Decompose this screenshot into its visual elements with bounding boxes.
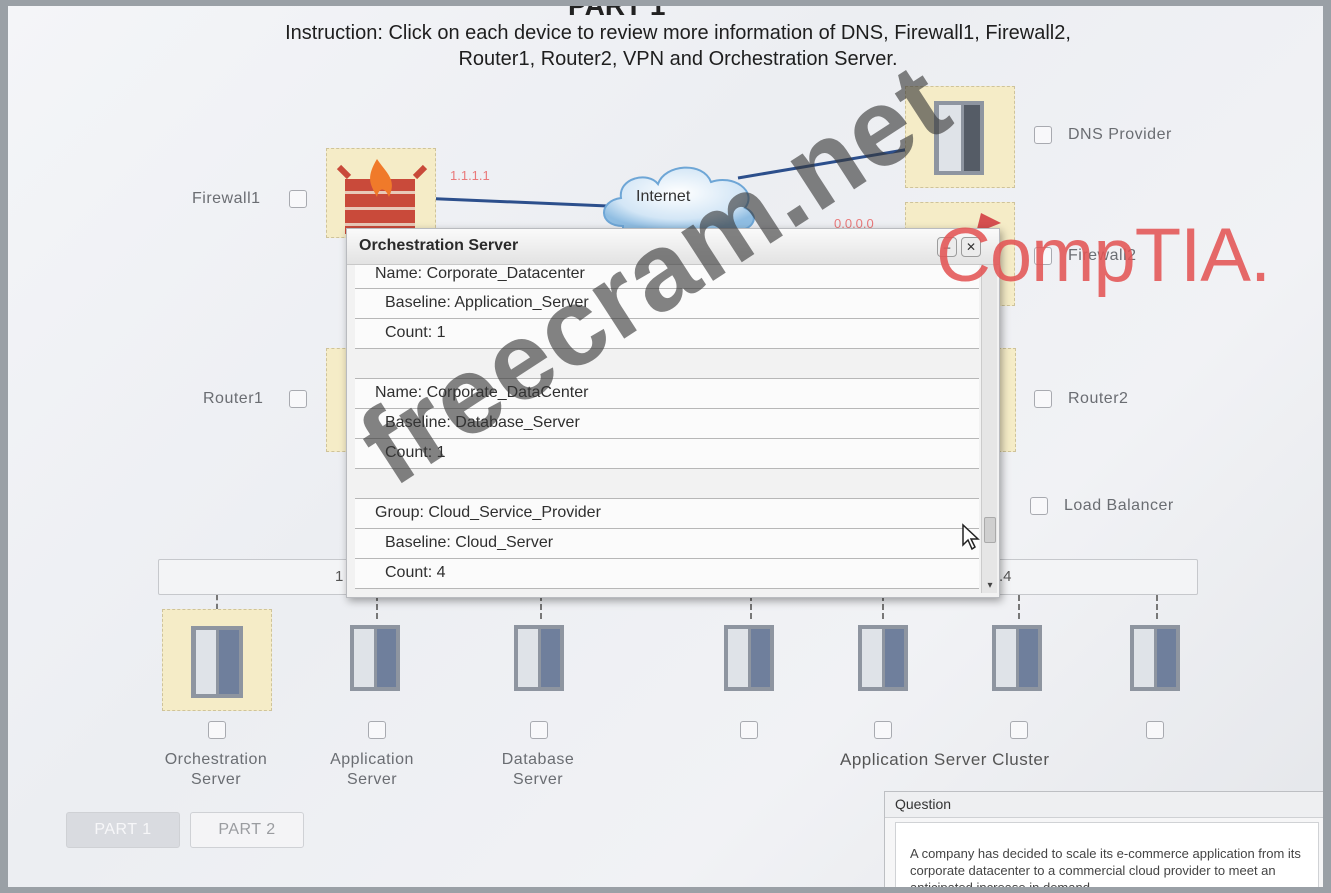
cluster-server-2-checkbox[interactable] (874, 721, 892, 739)
internet-cloud-icon (603, 166, 755, 232)
application-server-label: Application Server (312, 750, 432, 790)
network-links (417, 144, 929, 208)
orchestration-server-label: Orchestration Server (156, 750, 276, 790)
dialog-scrollbar[interactable]: ▾ (981, 265, 997, 593)
cluster-server-4-checkbox[interactable] (1146, 721, 1164, 739)
router2-device[interactable] (998, 348, 1016, 452)
list-item: Group: Cloud_Service_Provider (355, 499, 979, 529)
list-item: Count: 1 (355, 319, 979, 349)
cluster-server-3-icon[interactable] (988, 621, 1046, 693)
drop-line (750, 595, 752, 619)
router1-checkbox[interactable] (289, 390, 307, 408)
firewall1-label: Firewall1 (192, 190, 261, 207)
page-title: PART 1 (568, 6, 666, 22)
cluster-server-3-checkbox[interactable] (1010, 721, 1028, 739)
cluster-server-1-icon[interactable] (720, 621, 778, 693)
application-server-icon[interactable] (346, 621, 404, 693)
orchestration-server-dialog[interactable]: Orchestration Server – ✕ Name: Corporate… (346, 228, 1000, 598)
instruction-text: Instruction: Click on each device to rev… (178, 20, 1178, 72)
question-title: Question (885, 792, 1323, 818)
list-item: Name: Corporate_DataCenter (355, 379, 979, 409)
dns-provider-checkbox[interactable] (1034, 126, 1052, 144)
router2-label: Router2 (1068, 390, 1129, 407)
firewall1-checkbox[interactable] (289, 190, 307, 208)
scroll-down-arrow-icon[interactable]: ▾ (987, 580, 993, 591)
list-item: Baseline: Application_Server (355, 289, 979, 319)
database-server-label: Database Server (478, 750, 598, 790)
firewall2-ip: 0.0.0.0 (834, 216, 874, 231)
list-item: Count: 1 (355, 439, 979, 469)
drop-line (540, 595, 542, 619)
firewall-icon (336, 159, 428, 234)
internet-label: Internet (636, 188, 691, 205)
cluster-server-4-icon[interactable] (1126, 621, 1184, 693)
dialog-title: Orchestration Server (347, 229, 999, 265)
instruction-line-1: Instruction: Click on each device to rev… (285, 22, 1071, 44)
firewall1-device[interactable] (326, 148, 436, 238)
application-server-checkbox[interactable] (368, 721, 386, 739)
list-item: Baseline: Cloud_Server (355, 529, 979, 559)
dialog-list[interactable]: Name: Corporate_Datacenter Baseline: App… (355, 265, 979, 593)
orchestration-server-checkbox[interactable] (208, 721, 226, 739)
drop-line (882, 595, 884, 619)
server-icon (934, 101, 984, 175)
drop-line (376, 595, 378, 619)
bus-right-fragment: .4 (999, 568, 1012, 585)
application-label-line2: Server (346, 771, 398, 788)
close-button[interactable]: ✕ (961, 237, 981, 257)
instruction-line-2: Router1, Router2, VPN and Orchestration … (458, 48, 898, 70)
load-balancer-label: Load Balancer (1064, 497, 1174, 514)
tab-part-1[interactable]: PART 1 (66, 812, 180, 848)
database-label-line2: Server (512, 771, 564, 788)
router1-label: Router1 (203, 390, 264, 407)
server-icon (191, 626, 243, 698)
scrollbar-thumb[interactable] (984, 517, 996, 543)
orchestration-label-line1: Orchestration (164, 751, 268, 768)
cluster-server-2-icon[interactable] (854, 621, 912, 693)
bus-left-fragment: 1 (335, 568, 344, 585)
dns-provider-device[interactable] (905, 86, 1015, 188)
firewall2-checkbox[interactable] (1034, 247, 1052, 265)
router2-checkbox[interactable] (1034, 390, 1052, 408)
list-item (355, 469, 979, 499)
minimize-button[interactable]: – (937, 237, 957, 257)
database-server-checkbox[interactable] (530, 721, 548, 739)
drop-line (1156, 595, 1158, 619)
link-internet-dns (737, 144, 929, 180)
application-server-cluster-label: Application Server Cluster (840, 750, 1050, 769)
dns-provider-label: DNS Provider (1068, 126, 1172, 143)
drop-line (216, 595, 218, 609)
firewall1-ip: 1.1.1.1 (450, 168, 490, 183)
list-item: Count: 4 (355, 559, 979, 589)
list-item (355, 349, 979, 379)
list-item: Name: Corporate_Datacenter (355, 265, 979, 289)
question-panel: Question A company has decided to scale … (884, 791, 1323, 887)
orchestration-label-line2: Server (190, 771, 242, 788)
list-item: Baseline: Database_Server (355, 409, 979, 439)
load-balancer-checkbox[interactable] (1030, 497, 1048, 515)
database-label-line1: Database (501, 751, 575, 768)
link-firewall1-internet (417, 196, 609, 208)
firewall2-label: Firewall2 (1068, 247, 1137, 264)
exam-simulation-screen: PART 1 Instruction: Click on each device… (8, 6, 1323, 887)
application-label-line1: Application (330, 751, 414, 768)
cluster-server-1-checkbox[interactable] (740, 721, 758, 739)
drop-line (1018, 595, 1020, 619)
database-server-icon[interactable] (510, 621, 568, 693)
tab-part-2[interactable]: PART 2 (190, 812, 304, 848)
mouse-cursor-icon (962, 523, 980, 551)
orchestration-server-device[interactable] (162, 609, 272, 711)
question-text: A company has decided to scale its e-com… (895, 822, 1319, 887)
